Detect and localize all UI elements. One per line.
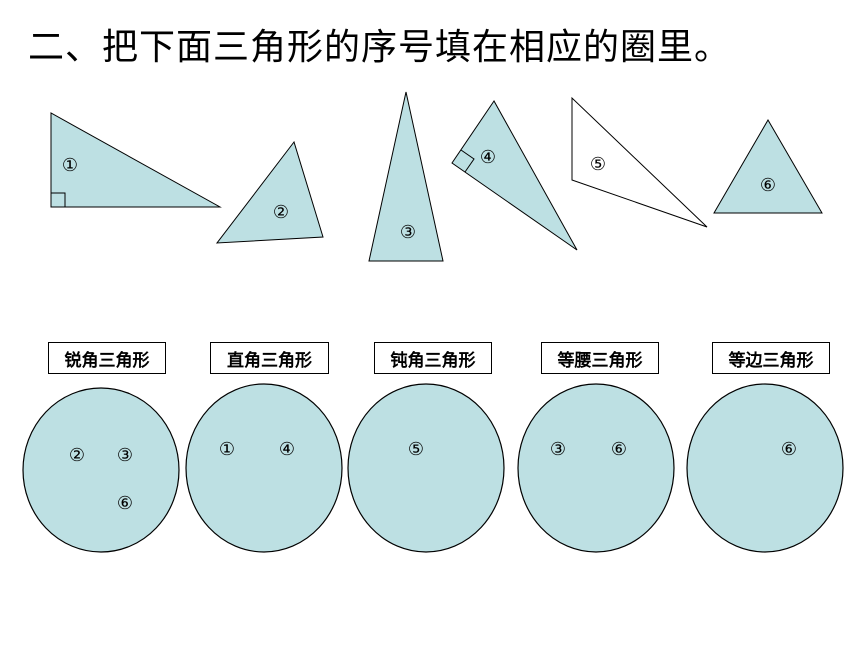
- acute-member-2: ③: [117, 445, 133, 466]
- right-member-2: ④: [279, 439, 295, 460]
- oval-right: [185, 383, 343, 553]
- label-equilateral: 等边三角形: [712, 342, 830, 374]
- oval-equilateral: [686, 383, 844, 553]
- equilateral-member-1: ⑥: [781, 439, 797, 460]
- right-angle-marker-4: [460, 149, 475, 173]
- triangle-5: [571, 96, 708, 228]
- oval-acute: [22, 387, 180, 553]
- triangle-1: [50, 112, 222, 208]
- triangle-group: ① ② ③ ④ ⑤ ⑥: [50, 91, 823, 262]
- triangle-3: [368, 91, 444, 262]
- triangle-6-label: ⑥: [760, 175, 776, 196]
- right-angle-marker-1: [51, 192, 66, 207]
- label-acute: 锐角三角形: [48, 342, 166, 374]
- label-obtuse: 钝角三角形: [374, 342, 492, 374]
- triangle-2-label: ②: [273, 202, 289, 223]
- triangle-5-label: ⑤: [590, 154, 606, 175]
- obtuse-member-1: ⑤: [408, 439, 424, 460]
- triangle-3-label: ③: [400, 222, 416, 243]
- acute-member-1: ②: [69, 445, 85, 466]
- oval-obtuse: [347, 383, 505, 553]
- right-member-1: ①: [219, 439, 235, 460]
- isosceles-member-1: ③: [550, 439, 566, 460]
- oval-isosceles: [517, 383, 675, 553]
- triangle-4: [451, 100, 578, 251]
- triangle-2: [215, 140, 324, 244]
- category-ovals: [22, 383, 844, 553]
- triangle-1-label: ①: [62, 155, 78, 176]
- triangle-4-label: ④: [480, 147, 496, 168]
- triangle-6: [713, 119, 823, 214]
- page-title: 二、把下面三角形的序号填在相应的圈里。: [28, 27, 732, 68]
- isosceles-member-2: ⑥: [611, 439, 627, 460]
- label-right: 直角三角形: [210, 342, 329, 374]
- oval-members: ② ③ ⑥ ① ④ ⑤ ③ ⑥ ⑥: [69, 439, 797, 514]
- label-isosceles: 等腰三角形: [541, 342, 659, 374]
- acute-member-3: ⑥: [117, 493, 133, 514]
